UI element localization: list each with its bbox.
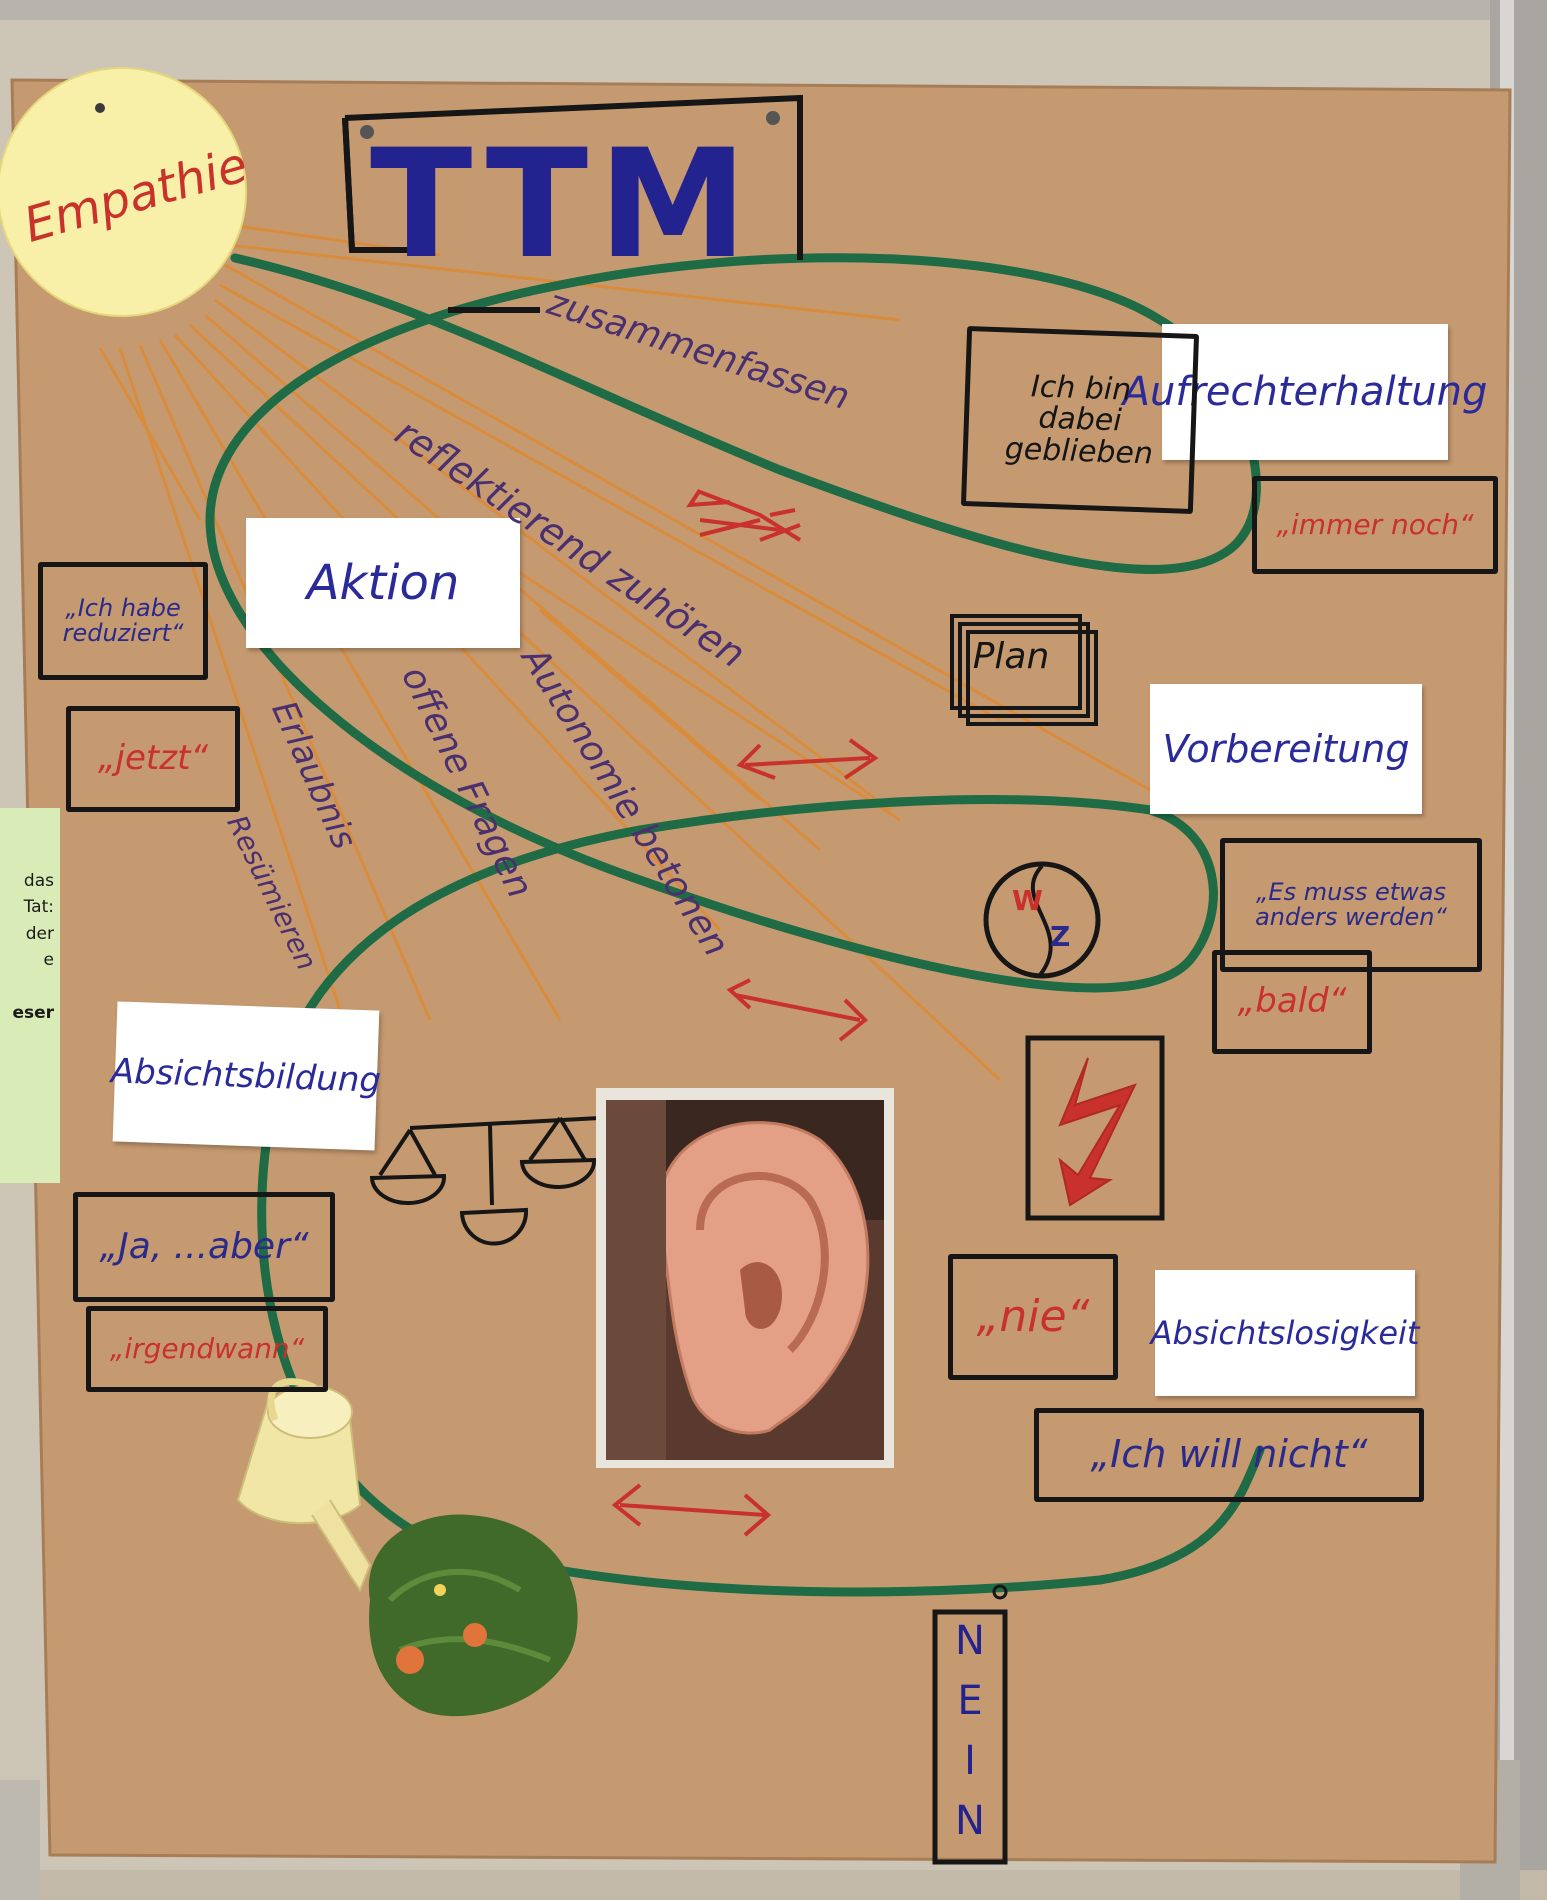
stage-label: Vorbereitung [1162,727,1410,771]
double-arrow-icon [611,1483,772,1537]
side-note-line: Tat: [23,897,54,918]
wz-circle [983,861,1101,979]
quote-irgendwann: „irgendwann“ [86,1306,328,1392]
empathie-sun [0,67,247,317]
side-note-line: eser [12,1002,54,1023]
stage-label: Absichtsbildung [110,1051,382,1101]
quote-ich-habe-reduziert: „Ich habe reduziert“ [38,562,208,680]
stage-card-absichtslosigkeit: Absichtslosigkeit [1151,1270,1419,1396]
stage-label: Aufrechterhaltung [1122,369,1488,415]
quote-ja-aber: „Ja, ...aber“ [73,1192,335,1302]
wz-letter-w: W [1012,884,1043,917]
quote-jetzt: „jetzt“ [66,706,240,812]
quote-nie: „nie“ [948,1254,1118,1380]
stage-label: Absichtslosigkeit [1150,1314,1420,1352]
quote-immer-noch: „immer noch“ [1252,476,1498,574]
stage-card-vorbereitung: Vorbereitung [1150,684,1422,814]
side-note-line: das [23,871,54,891]
stage-card-aufrechterhaltung: Aufrechterhaltung [1123,324,1487,460]
page-title: TTM [370,118,758,292]
side-note: das Tat: der e eser [0,808,60,1183]
quote-ich-bin-dabei: Ich bin dabei geblieben [960,326,1200,514]
quote-nein: NEIN [947,1618,993,1858]
double-arrow-icon [726,978,868,1042]
plant-icon [368,1514,578,1717]
lightning-bolt-icon [1058,1057,1137,1207]
quote-es-muss-etwas: „Es muss etwas anders werden“ [1220,838,1482,972]
stage-card-aktion: Aktion [246,518,520,648]
wz-letter-z: Z [1050,920,1071,953]
lightning-frame [1025,1035,1165,1221]
side-note-line: e [43,950,54,971]
balance-scale-icon [369,1116,601,1246]
quote-plan: Plan [972,636,1050,678]
stage-card-absichtsbildung: Absichtsbildung [110,1001,382,1151]
double-arrow-icon [736,738,879,780]
side-note-line [0,973,54,999]
ear-photo-icon [596,1088,894,1468]
quote-ich-will-nicht: „Ich will nicht“ [1034,1408,1424,1502]
quote-bald: „bald“ [1212,950,1372,1054]
watering-can-icon [236,1378,372,1593]
side-note-line: der [25,923,54,944]
double-arrow-icon [686,488,802,542]
stage-label: Aktion [306,555,460,611]
